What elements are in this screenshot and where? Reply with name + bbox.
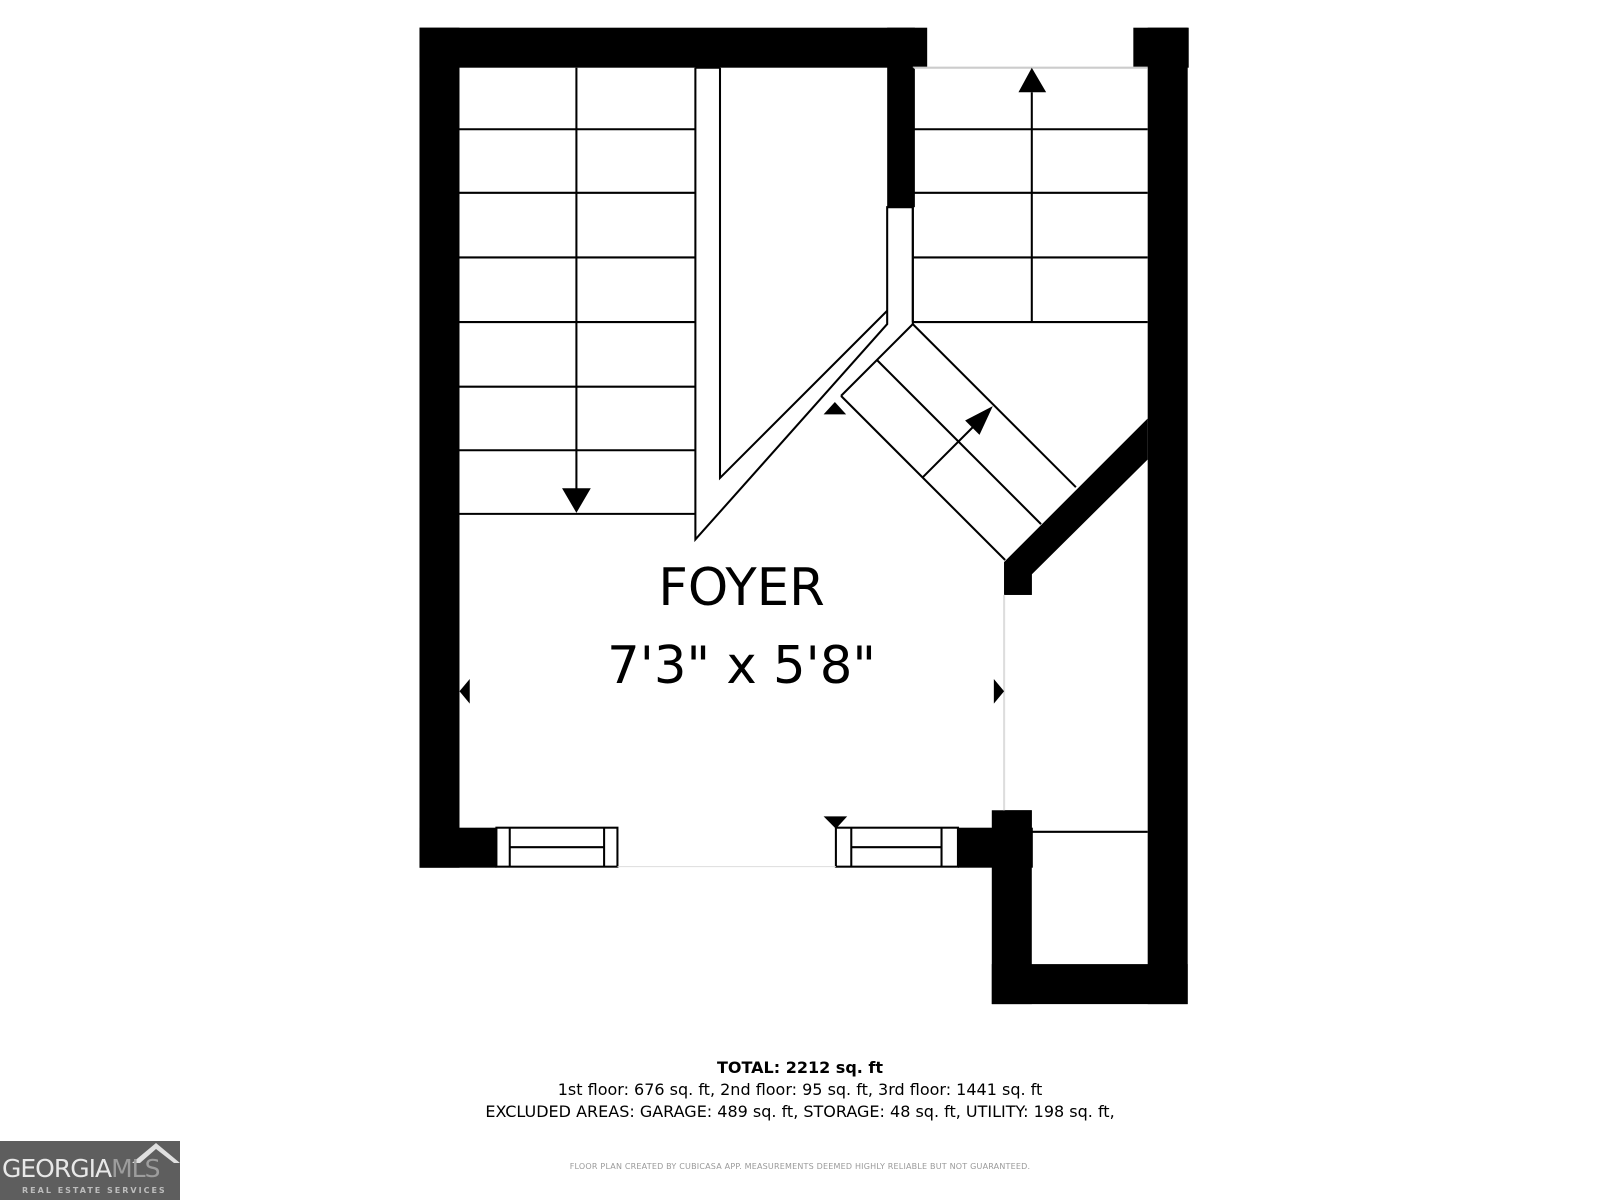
floor-areas: 1st floor: 676 sq. ft, 2nd floor: 95 sq.… (557, 1080, 1043, 1099)
logo-name-main: GEORGIA (2, 1154, 112, 1183)
stair-divider (694, 66, 914, 543)
stair-diagonal (823, 323, 1077, 561)
disclaimer: FLOOR PLAN CREATED BY CUBICASA APP. MEAS… (569, 1162, 1031, 1171)
logo-name-accent: MLS (111, 1154, 160, 1183)
roof-icon (132, 1143, 180, 1163)
marker-icon (823, 402, 847, 415)
dimension-marker-right-icon (993, 678, 1005, 704)
arrow-down-icon (562, 488, 591, 513)
door-marker-icon (823, 816, 848, 829)
window-right (834, 826, 959, 868)
window-left (495, 826, 619, 868)
excluded-areas: EXCLUDED AREAS: GARAGE: 489 sq. ft, STOR… (485, 1102, 1115, 1121)
walls (419, 27, 1189, 1005)
georgia-mls-logo: GEORGIAMLS REAL ESTATE SERVICES (0, 1141, 180, 1200)
stair-left (459, 67, 696, 515)
arrow-up-icon (1018, 67, 1047, 93)
arrow-diagonal-icon (965, 406, 993, 435)
logo-subtitle: REAL ESTATE SERVICES (22, 1186, 167, 1195)
logo-name: GEORGIAMLS (2, 1154, 160, 1183)
total-area: TOTAL: 2212 sq. ft (716, 1058, 884, 1077)
dimension-marker-left-icon (459, 678, 470, 704)
room-name: FOYER (658, 558, 824, 618)
room-dimensions: 7'3" x 5'8" (607, 636, 876, 696)
stair-right (911, 66, 1148, 324)
corridor-right (1003, 594, 1148, 833)
